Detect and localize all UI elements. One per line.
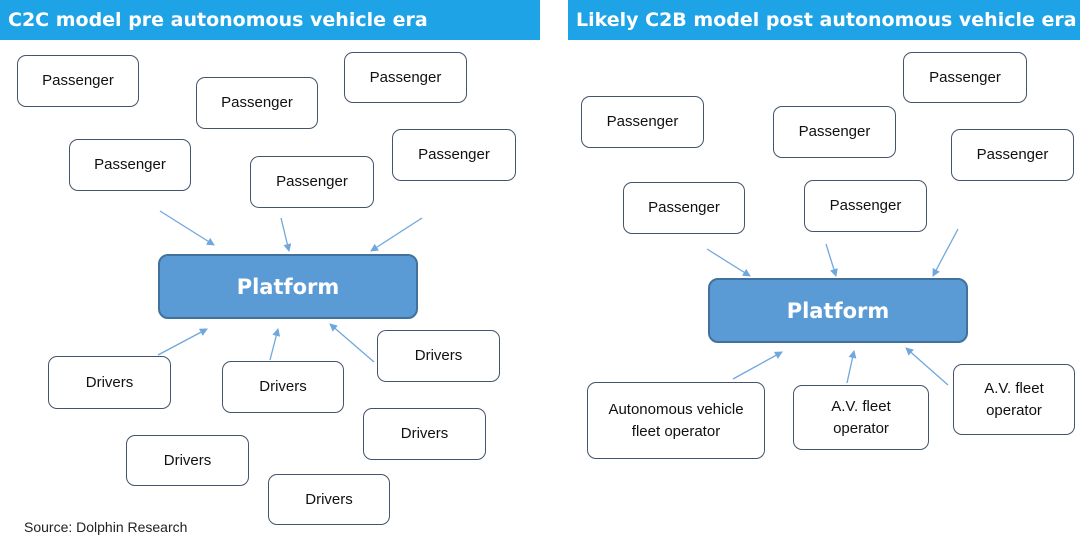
fleet-operator-box: A.V. fleet operator: [793, 385, 929, 450]
driver-box: Drivers: [363, 408, 486, 460]
driver-box: Drivers: [48, 356, 171, 409]
arrow-passenger-to-platform: [932, 228, 959, 277]
arrow-passenger-to-platform: [159, 210, 215, 246]
right-panel-title: Likely C2B model post autonomous vehicle…: [568, 0, 1080, 40]
arrow-operator-to-platform: [905, 347, 949, 386]
driver-box: Drivers: [222, 361, 344, 413]
passenger-box: Passenger: [196, 77, 318, 129]
driver-box: Drivers: [126, 435, 249, 486]
arrow-driver-to-platform: [157, 328, 208, 356]
left-panel-title: C2C model pre autonomous vehicle era: [0, 0, 540, 40]
passenger-box: Passenger: [344, 52, 467, 103]
arrow-passenger-to-platform: [825, 243, 838, 277]
passenger-box: Passenger: [951, 129, 1074, 181]
passenger-box: Passenger: [250, 156, 374, 208]
arrow-passenger-to-platform: [280, 217, 292, 252]
arrow-passenger-to-platform: [706, 248, 751, 277]
passenger-box: Passenger: [623, 182, 745, 234]
fleet-operator-box: Autonomous vehicle fleet operator: [587, 382, 765, 459]
passenger-box: Passenger: [392, 129, 516, 181]
arrow-driver-to-platform: [269, 328, 281, 361]
arrow-operator-to-platform: [732, 351, 783, 380]
passenger-box: Passenger: [17, 55, 139, 107]
platform-box: Platform: [708, 278, 968, 343]
source-note: Source: Dolphin Research: [24, 519, 188, 535]
driver-box: Drivers: [377, 330, 500, 382]
driver-box: Drivers: [268, 474, 390, 525]
passenger-box: Passenger: [804, 180, 927, 232]
passenger-box: Passenger: [903, 52, 1027, 103]
arrow-passenger-to-platform: [370, 217, 423, 252]
arrow-operator-to-platform: [846, 350, 857, 384]
fleet-operator-box: A.V. fleet operator: [953, 364, 1075, 435]
arrow-driver-to-platform: [329, 323, 375, 363]
platform-box: Platform: [158, 254, 418, 319]
passenger-box: Passenger: [581, 96, 704, 148]
passenger-box: Passenger: [773, 106, 896, 158]
passenger-box: Passenger: [69, 139, 191, 191]
